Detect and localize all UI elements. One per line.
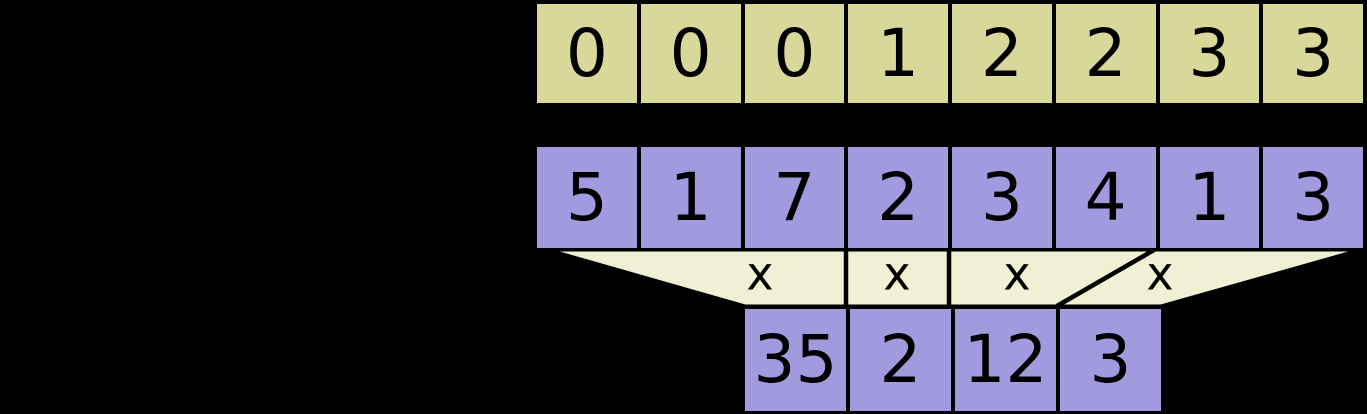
keys-cell: 3 xyxy=(1159,4,1260,103)
results-cell: 12 xyxy=(955,309,1056,411)
values-cell: 2 xyxy=(848,147,948,248)
values-cell: 1 xyxy=(640,147,741,248)
keys-cell: 0 xyxy=(537,4,637,103)
values-cell: 4 xyxy=(1055,147,1156,248)
values-cell: 5 xyxy=(537,147,637,248)
multiply-operator: x xyxy=(1146,246,1174,301)
keys-cell: 0 xyxy=(640,4,741,103)
funnel-shape xyxy=(548,248,1360,308)
results-cell: 35 xyxy=(745,309,846,411)
values-cell: 7 xyxy=(744,147,845,248)
multiply-operator: x xyxy=(746,246,774,301)
multiply-operator: x xyxy=(883,246,911,301)
values-cell: 1 xyxy=(1159,147,1260,248)
keys-cell: 2 xyxy=(1055,4,1156,103)
keys-cell: 3 xyxy=(1263,4,1363,103)
keys-cell: 1 xyxy=(848,4,948,103)
values-cell: 3 xyxy=(1263,147,1363,248)
results-row: 35 2 12 3 xyxy=(745,309,1161,411)
results-cell: 2 xyxy=(850,309,951,411)
results-cell: 3 xyxy=(1060,309,1161,411)
values-row: 5 1 7 2 3 4 1 3 xyxy=(537,147,1363,248)
funnel-outline xyxy=(548,248,1360,308)
keys-cell: 2 xyxy=(952,4,1052,103)
keys-cell: 0 xyxy=(744,4,845,103)
funnel-diagonal-divider xyxy=(1055,248,1156,308)
values-cell: 3 xyxy=(952,147,1052,248)
keys-row: 0 0 0 1 2 2 3 3 xyxy=(537,4,1363,103)
multiply-operator: x xyxy=(1003,246,1031,301)
